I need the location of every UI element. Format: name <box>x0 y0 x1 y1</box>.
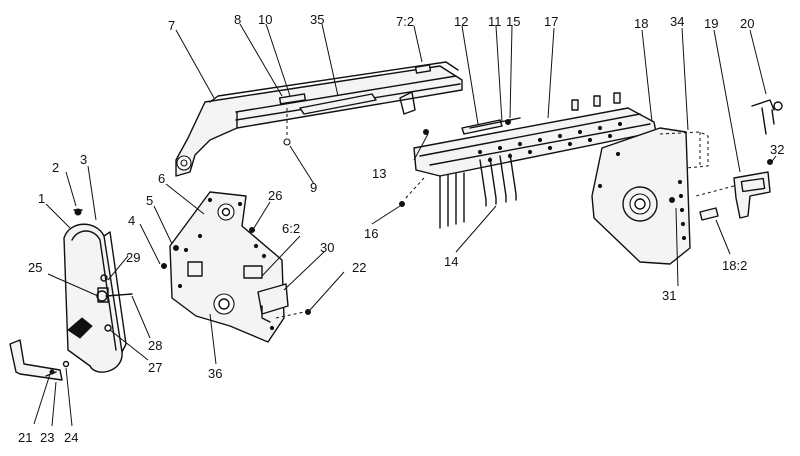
leader-lines <box>33 23 777 427</box>
rail-holes <box>477 121 623 163</box>
callout-20: 20 <box>740 16 754 31</box>
callout-34: 34 <box>670 14 684 29</box>
callout-18: 18 <box>634 16 648 31</box>
callout-22: 22 <box>352 260 366 275</box>
callout-11: 11 <box>488 14 502 29</box>
callout-4: 4 <box>128 213 135 228</box>
foot-bracket <box>9 339 63 381</box>
callout-7: 7 <box>168 18 175 33</box>
callout-6-2: 6:2 <box>282 221 300 236</box>
callout-7-2: 7:2 <box>396 14 414 29</box>
callout-15: 15 <box>506 14 520 29</box>
callout-29: 29 <box>126 250 140 265</box>
callout-25: 25 <box>28 260 42 275</box>
right-side-plate <box>591 127 719 265</box>
callout-14: 14 <box>444 254 458 269</box>
left-side-plate <box>161 191 311 343</box>
callout-30: 30 <box>320 240 334 255</box>
callout-36: 36 <box>208 366 222 381</box>
callout-16: 16 <box>364 226 378 241</box>
callout-24: 24 <box>64 430 78 445</box>
callout-13: 13 <box>372 166 386 181</box>
callout-17: 17 <box>544 14 558 29</box>
callout-32: 32 <box>770 142 784 157</box>
callout-9: 9 <box>310 180 317 195</box>
callout-28: 28 <box>148 338 162 353</box>
callout-12: 12 <box>454 14 468 29</box>
callout-31: 31 <box>662 288 676 303</box>
callout-19: 19 <box>704 16 718 31</box>
gear-cover-assembly <box>62 208 133 373</box>
callout-35: 35 <box>310 12 324 27</box>
callout-10: 10 <box>258 12 272 27</box>
callout-5: 5 <box>146 193 153 208</box>
callout-26: 26 <box>268 188 282 203</box>
callout-21: 21 <box>18 430 32 445</box>
top-beam-assembly <box>175 61 463 177</box>
bracket-assembly <box>695 99 783 219</box>
callout-1: 1 <box>38 191 45 206</box>
callout-6: 6 <box>158 171 165 186</box>
tine-fingers <box>439 153 517 229</box>
callout-8: 8 <box>234 12 241 27</box>
callout-27: 27 <box>148 360 162 375</box>
callout-labels: 1 2 3 4 5 6 6:2 7 7:2 8 9 10 11 12 13 14… <box>18 12 784 445</box>
callout-3: 3 <box>80 152 87 167</box>
callout-23: 23 <box>40 430 54 445</box>
callout-18-2: 18:2 <box>722 258 747 273</box>
callout-2: 2 <box>52 160 59 175</box>
